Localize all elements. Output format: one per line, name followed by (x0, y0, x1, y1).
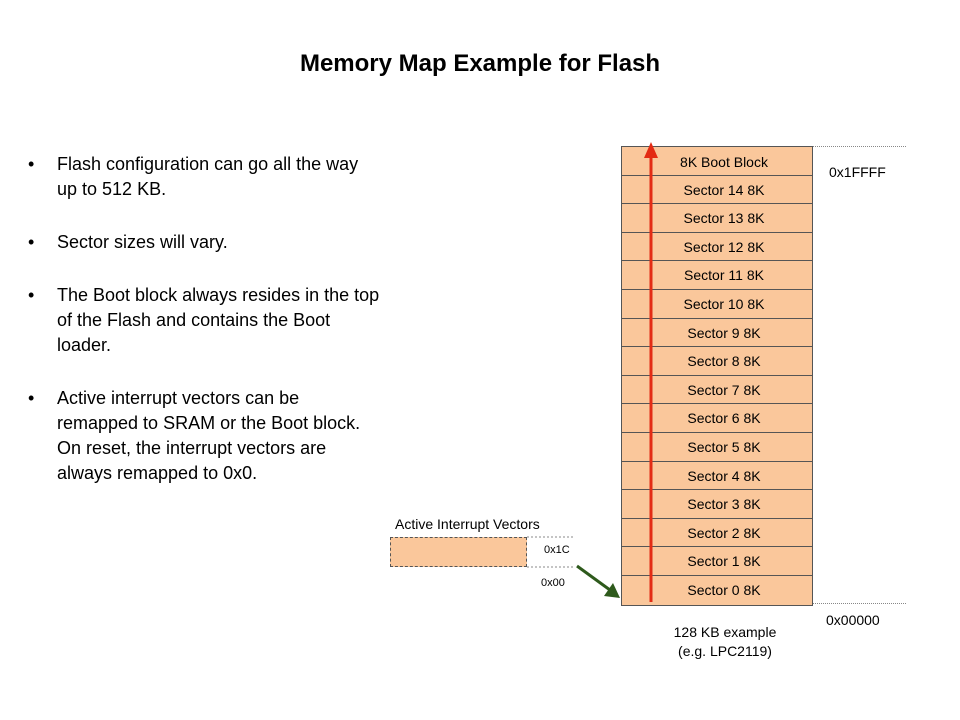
bullet-text: Sector sizes will vary. (57, 232, 228, 252)
caption-line: (e.g. LPC2119) (678, 643, 772, 659)
bullet-dot-icon: • (28, 285, 35, 305)
flash-bottom-address: 0x00000 (826, 612, 880, 628)
flash-memory-map: 8K Boot Block Sector 14 8K Sector 13 8K … (621, 146, 813, 606)
memory-sector: Sector 4 8K (622, 462, 812, 491)
bullet-text: Active interrupt vectors can be remapped… (57, 388, 361, 483)
memory-sector: Sector 0 8K (687, 581, 761, 598)
bullet-list: • Flash configuration can go all the way … (22, 152, 382, 514)
memory-sector: 8K Boot Block (622, 147, 812, 176)
bullet-dot-icon: • (28, 388, 35, 408)
memory-sector: Sector 14 8K (622, 176, 812, 205)
caption-line: 128 KB example (673, 624, 777, 640)
memory-sector: Sector 11 8K (622, 261, 812, 290)
memory-sector: Sector 1 8K (622, 547, 812, 576)
bullet-text: Flash configuration can go all the way u… (57, 154, 359, 199)
bullet-dot-icon: • (28, 154, 35, 174)
memory-sector: Sector 10 8K (622, 290, 812, 319)
memory-sector: Sector 13 8K (622, 204, 812, 233)
memory-sector: Sector 6 8K (622, 404, 812, 433)
memory-sector: Sector 7 8K (622, 376, 812, 405)
remap-pointer-arrow (576, 564, 620, 598)
bullet-dot-icon: • (28, 232, 35, 252)
vector-top-address: 0x1C (544, 544, 570, 556)
interrupt-vectors-label: Active Interrupt Vectors (395, 516, 540, 532)
memory-sector: Sector 8 8K (622, 347, 812, 376)
bullet-item: • Sector sizes will vary. (22, 230, 382, 255)
flash-top-address: 0x1FFFF (829, 164, 886, 180)
memory-sector: Sector 3 8K (622, 490, 812, 519)
memory-sector: Sector 9 8K (622, 319, 812, 348)
bullet-text: The Boot block always resides in the top… (57, 285, 380, 355)
bullet-item: • The Boot block always resides in the to… (22, 283, 382, 358)
memory-sector: Sector 2 8K (622, 519, 812, 548)
bullet-item: • Active interrupt vectors can be remappe… (22, 386, 382, 486)
vector-bottom-address: 0x00 (541, 577, 565, 589)
interrupt-vectors-block (390, 537, 527, 567)
memory-sector: Sector 12 8K (622, 233, 812, 262)
top-address-guide (813, 146, 906, 147)
bullet-item: • Flash configuration can go all the way … (22, 152, 382, 202)
slide-title: Memory Map Example for Flash (299, 50, 661, 77)
memory-sector: Sector 5 8K (622, 433, 812, 462)
bottom-address-guide (813, 603, 906, 604)
memory-map-caption: 128 KB example (e.g. LPC2119) (640, 623, 810, 661)
